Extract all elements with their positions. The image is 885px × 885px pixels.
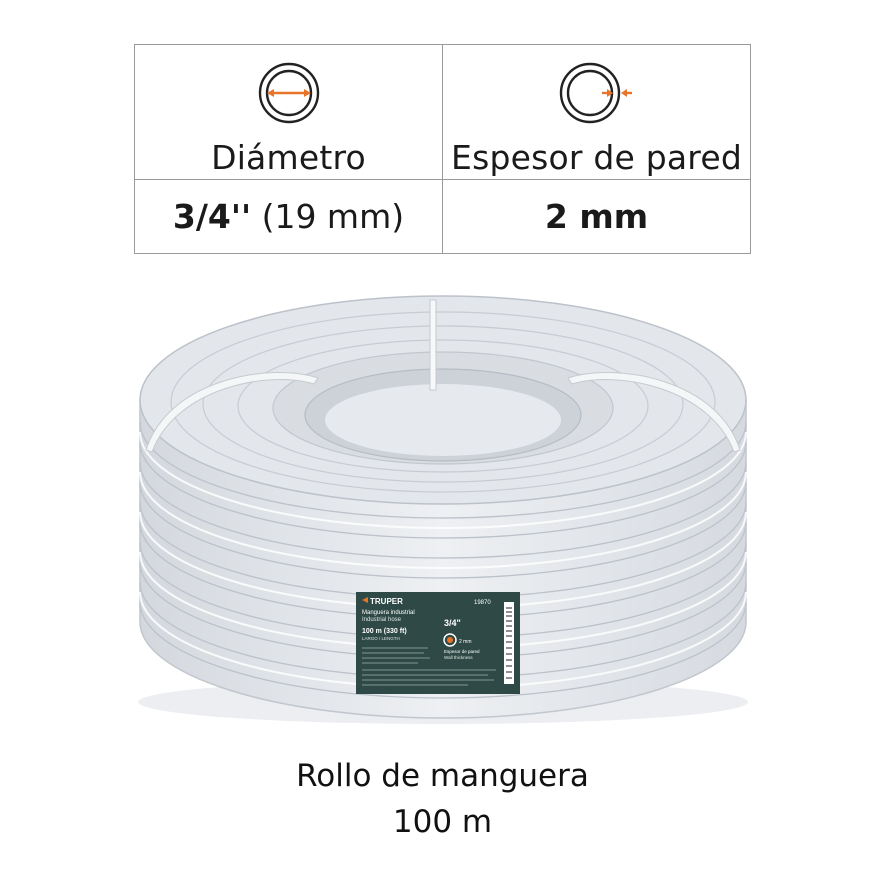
caption-title: Rollo de manguera (296, 758, 589, 794)
label-length-caption: LARGO / LENGTH (362, 636, 400, 641)
wall-header-cell: Espesor de pared (443, 45, 750, 180)
label-name-en: Industrial hose (362, 617, 402, 623)
label-wall: 2 mm (459, 639, 472, 645)
diameter-value: 3/4'' (19 mm) (173, 197, 404, 236)
label-diameter: 3/4" (444, 618, 461, 628)
diameter-value-mm: (19 mm) (251, 197, 405, 236)
diameter-label: Diámetro (211, 137, 366, 177)
label-wall-en: Wall thickness (444, 655, 473, 660)
wall-thickness-value: 2 mm (544, 197, 649, 236)
diameter-value-main: 3/4'' (172, 197, 252, 236)
label-length: 100 m (330 ft) (362, 628, 407, 635)
label-brand: TRUPER (370, 597, 403, 606)
label-code: 19870 (474, 600, 491, 606)
wall-thickness-icon (559, 62, 632, 123)
diameter-header-cell: Diámetro (135, 45, 443, 180)
spec-table: Diámetro Espesor de pared 3/4'' (19 mm) … (134, 44, 751, 254)
hose-coil-image: TRUPER 19870 Manguera industrial Industr… (138, 295, 748, 724)
diameter-value-cell: 3/4'' (19 mm) (135, 180, 443, 253)
wall-thickness-label: Espesor de pared (451, 137, 742, 177)
wall-value-cell: 2 mm (443, 180, 750, 253)
product-label: TRUPER 19870 Manguera industrial Industr… (356, 592, 520, 694)
caption-length: 100 m (392, 804, 493, 840)
label-name-es: Manguera industrial (362, 610, 415, 616)
diameter-icon (258, 62, 319, 123)
label-wall-es: Espesor de pared (444, 649, 480, 654)
